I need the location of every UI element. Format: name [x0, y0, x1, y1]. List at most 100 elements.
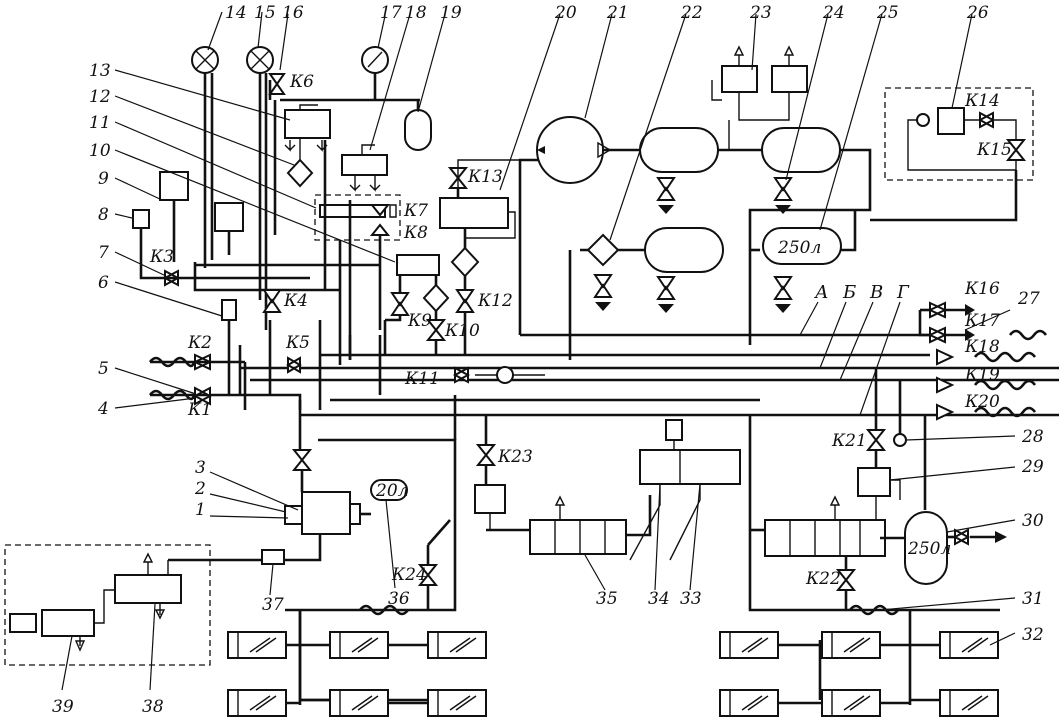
- device-26: [937, 107, 965, 135]
- receiver-3: [644, 227, 724, 273]
- solenoid-39: [9, 613, 37, 633]
- label-19: 19: [440, 3, 462, 23]
- label-34: 34: [648, 589, 670, 609]
- label-2: 2: [194, 479, 206, 499]
- tank-20: [370, 479, 408, 501]
- label-9: 9: [98, 169, 109, 189]
- label-25: 25: [876, 3, 899, 23]
- valve-block-18: [341, 154, 388, 176]
- center-top: 250л: [439, 45, 1034, 360]
- chamber-r5: [821, 689, 881, 717]
- label-14: 14: [225, 3, 247, 23]
- leader-lines: [61, 11, 1016, 691]
- filter-k10: [422, 283, 450, 313]
- valve-symbols: [162, 73, 1027, 591]
- valve-k10: [425, 319, 447, 341]
- label-36: 36: [388, 589, 410, 609]
- brake-chambers: [227, 610, 999, 717]
- valve-k3: [162, 269, 181, 287]
- label-11: 11: [89, 113, 111, 133]
- label-35: 35: [596, 589, 618, 609]
- label-line-v: В: [869, 282, 883, 303]
- receiver-250-aux-label: 250л: [907, 539, 951, 559]
- label-k3: К3: [149, 247, 174, 267]
- device-37: [261, 549, 285, 565]
- label-k20: К20: [964, 392, 1000, 412]
- check-valve-28: [893, 433, 907, 447]
- filter-12: [286, 158, 314, 188]
- check-valve-k11: [496, 366, 514, 384]
- device-9: [159, 171, 189, 201]
- chamber-l6: [427, 689, 487, 717]
- receiver-250-main-label: 250л: [777, 238, 821, 258]
- left-upper: [132, 46, 450, 395]
- label-32: 32: [1022, 625, 1044, 645]
- label-24: 24: [822, 3, 845, 23]
- valve-k4: [262, 289, 282, 313]
- label-4: 4: [97, 399, 109, 419]
- right-side: 250л: [748, 304, 1048, 616]
- chamber-l4: [227, 689, 287, 717]
- valve-33: [639, 449, 741, 485]
- label-line-g: Г: [896, 282, 910, 303]
- receiver-250-aux: [904, 511, 948, 585]
- chamber-r1: [719, 631, 779, 659]
- receiver-1: [639, 127, 719, 173]
- valve-k9: [390, 292, 410, 316]
- compressor-21: [536, 116, 604, 184]
- chamber-l2: [329, 631, 389, 659]
- label-k19: К19: [964, 365, 1000, 385]
- compressor-body-1: [301, 491, 351, 535]
- distributor-right: [764, 519, 886, 557]
- label-k7: К7: [403, 201, 428, 221]
- label-k15: К15: [976, 140, 1012, 160]
- label-29: 29: [1021, 457, 1044, 477]
- unloader-20: [439, 197, 509, 229]
- tank-20-label: 20л: [375, 481, 408, 501]
- valve-34: [665, 419, 683, 441]
- label-23: 23: [749, 3, 772, 23]
- label-k21: К21: [831, 431, 867, 451]
- label-k23: К23: [497, 447, 533, 467]
- label-k12: К12: [477, 291, 513, 311]
- chamber-l5: [329, 689, 389, 717]
- label-7: 7: [98, 243, 109, 263]
- valve-30: [952, 528, 971, 546]
- unit-3: [349, 503, 361, 525]
- chamber-l1: [227, 631, 287, 659]
- label-1: 1: [195, 500, 206, 520]
- label-13: 13: [89, 61, 111, 81]
- chamber-r6: [939, 689, 999, 717]
- label-21: 21: [606, 3, 629, 23]
- label-18: 18: [405, 3, 427, 23]
- label-37: 37: [262, 595, 284, 615]
- label-k1: К1: [187, 400, 212, 420]
- label-line-a: А: [813, 282, 829, 303]
- valve-k7: [369, 204, 391, 217]
- valve-k17: [927, 326, 948, 344]
- valve-k12: [455, 289, 475, 313]
- left-hoses: [148, 356, 196, 401]
- relay-k23: [474, 484, 506, 514]
- label-k6: К6: [289, 72, 314, 92]
- label-k18: К18: [964, 337, 1000, 357]
- label-31: 31: [1022, 589, 1044, 609]
- label-20: 20: [554, 3, 577, 23]
- valve-k23: [475, 444, 497, 466]
- distributor-35: [529, 519, 627, 555]
- chamber-r4: [719, 689, 779, 717]
- label-38: 38: [142, 697, 164, 717]
- valve-k19: [936, 376, 955, 394]
- device-11: [396, 254, 440, 276]
- label-k24: К24: [391, 565, 427, 585]
- label-k22: К22: [805, 569, 841, 589]
- receiver-2: [761, 127, 841, 173]
- label-5: 5: [98, 359, 109, 379]
- relay-valve-29: [857, 467, 891, 497]
- valve-39: [41, 609, 95, 637]
- label-6: 6: [98, 273, 109, 293]
- valve-k11: [452, 366, 471, 384]
- valve-38: [114, 574, 182, 604]
- receiver-250-main: [762, 227, 842, 265]
